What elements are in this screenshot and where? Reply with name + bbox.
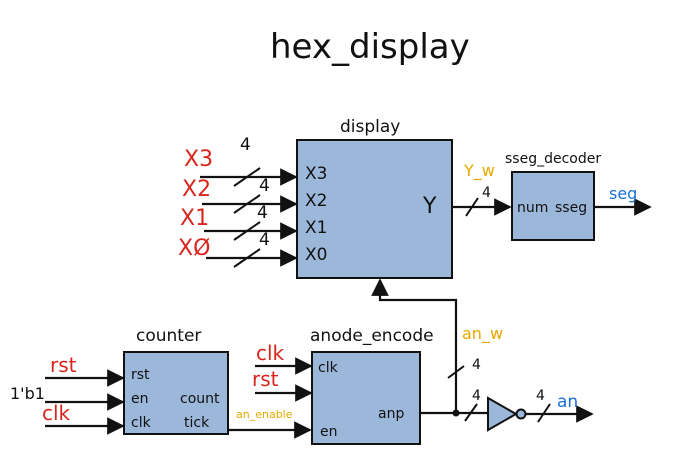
counter-in-en-label: 1'b1	[10, 384, 45, 403]
counter-port-rst: rst	[131, 367, 150, 383]
wire-an-w-label: an_w	[462, 324, 503, 344]
bus-slash-an-w	[464, 403, 478, 422]
width-an-w: 4	[472, 388, 481, 404]
bus-slash-an	[537, 403, 551, 423]
input-x2-label: X2	[182, 177, 211, 202]
wire-y-label: Y_w	[463, 161, 495, 181]
width-an: 4	[536, 388, 545, 404]
display-port-y: Y	[422, 194, 437, 219]
diagram-title: hex_display	[270, 27, 470, 67]
counter-port-en: en	[131, 391, 149, 407]
decoder-block-name: sseg_decoder	[505, 151, 601, 167]
wire-an-enable-label: an_enable	[236, 408, 293, 421]
decoder-port-sseg: sseg	[555, 200, 587, 216]
counter-port-tick: tick	[184, 415, 210, 431]
display-block	[296, 139, 453, 279]
width-x0: 4	[259, 230, 270, 250]
counter-in-rst-label: rst	[50, 353, 77, 377]
wire-y-width: 4	[482, 185, 491, 201]
bus-slash-x0	[233, 248, 261, 268]
bus-slash-x3	[233, 167, 261, 187]
bus-slash-x2	[233, 194, 261, 214]
anode-port-clk: clk	[318, 360, 339, 376]
anode-block	[311, 351, 421, 445]
input-x1-label: X1	[180, 206, 209, 231]
counter-block-name: counter	[136, 326, 201, 346]
anode-port-en: en	[320, 424, 338, 440]
bus-slash-x1	[233, 221, 261, 241]
anode-in-clk-label: clk	[256, 341, 285, 365]
display-port-x2: X2	[305, 191, 327, 211]
output-seg-label: seg	[609, 184, 637, 203]
counter-port-clk: clk	[131, 415, 152, 431]
counter-in-clk-label: clk	[42, 401, 71, 425]
decoder-port-num: num	[517, 200, 548, 216]
anode-in-rst-label: rst	[252, 367, 279, 391]
anode-block-name: anode_encode	[310, 326, 434, 346]
width-x1: 4	[257, 203, 268, 223]
display-port-x0: X0	[305, 245, 327, 265]
display-port-x3: X3	[305, 164, 327, 184]
wire-an-w-feedback	[371, 278, 458, 413]
input-x0-label: XØ	[178, 236, 210, 261]
anode-port-anp: anp	[378, 406, 404, 422]
display-block-name: display	[340, 117, 400, 137]
counter-port-count: count	[180, 391, 220, 407]
counter-block	[123, 351, 229, 435]
bus-slash-an-w-up	[447, 365, 465, 379]
inverter-bubble	[515, 408, 527, 420]
bus-slash-y	[465, 197, 479, 217]
output-an-label: an	[557, 392, 578, 412]
decoder-block	[511, 171, 595, 241]
display-port-x1: X1	[305, 218, 327, 238]
input-x3-label: X3	[184, 147, 213, 172]
inverter-gate	[487, 396, 519, 432]
width-x3: 4	[240, 135, 251, 155]
width-x2: 4	[259, 176, 270, 196]
width-an-w-up: 4	[472, 357, 481, 373]
